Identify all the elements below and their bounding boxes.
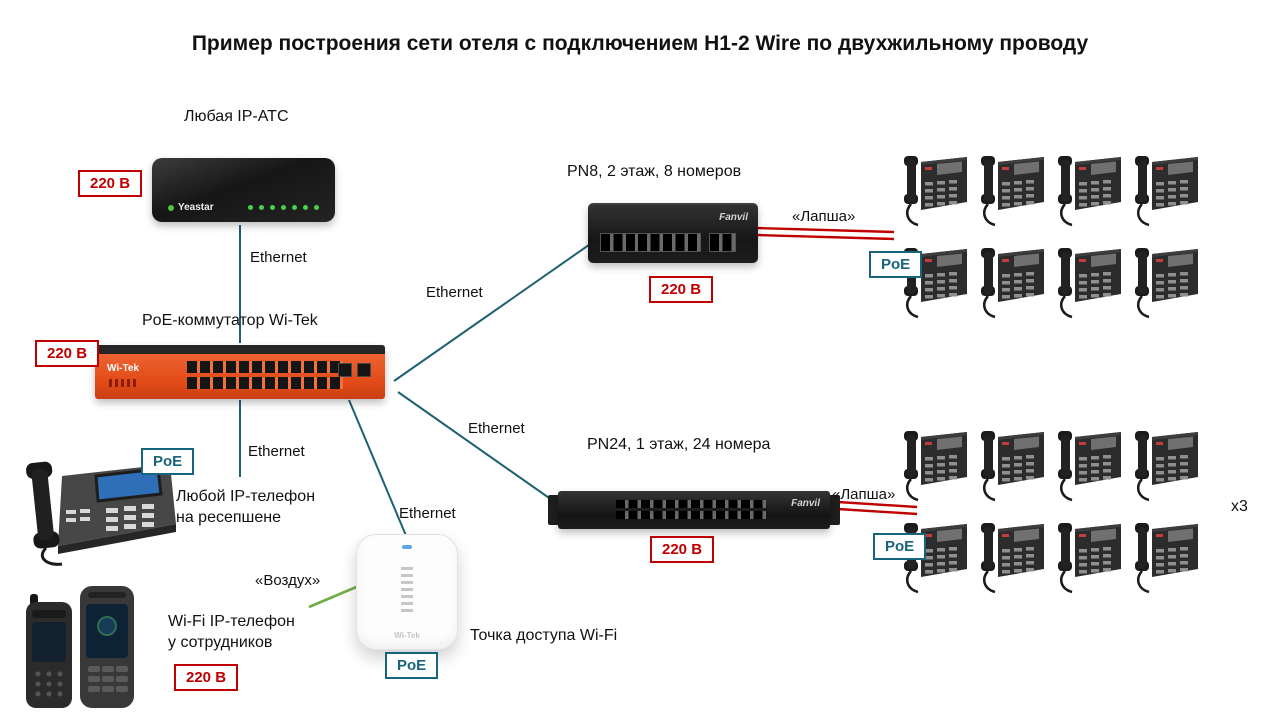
poe-badge-ap: PoE xyxy=(385,652,439,679)
wifi-phone-label: Wi-Fi IP-телефон у сотрудников xyxy=(168,611,295,653)
poe-badge-floor2: PoE xyxy=(869,251,923,278)
pn8-brand: Fanvil xyxy=(719,212,748,223)
rack-ear-left xyxy=(548,495,560,525)
air-label: «Воздух» xyxy=(255,572,321,589)
lapsha-label-floor1: «Лапша» xyxy=(832,486,896,503)
lapsha-label-floor2: «Лапша» xyxy=(792,208,856,225)
wifi-handsets-icon xyxy=(26,586,134,708)
room-phone-icon xyxy=(978,519,1048,599)
brand-dot-icon xyxy=(168,204,174,211)
ethernet-label-pn24: Ethernet xyxy=(468,420,525,437)
pn24-port-block xyxy=(616,500,766,519)
room-phone-icon xyxy=(1132,427,1202,507)
sfp-ports xyxy=(338,363,371,377)
room-phone-icon xyxy=(978,152,1048,232)
poe-badge-floor1: PoE xyxy=(873,533,927,560)
lapsha-lines xyxy=(756,226,918,516)
multiplier-label: x3 xyxy=(1231,498,1248,515)
room-phone-icon xyxy=(1055,152,1125,232)
pn24-body: Fanvil xyxy=(558,491,830,529)
core-switch-brand: Wi-Tek xyxy=(107,363,139,374)
air-line xyxy=(308,583,362,609)
power-badge-switch: 220 В xyxy=(35,340,100,367)
ap-label: Точка доступа Wi-Fi xyxy=(470,627,618,644)
pn24-brand: Fanvil xyxy=(791,498,820,509)
room-phone-icon xyxy=(1055,427,1125,507)
wifi-access-point-device: Wi-Tek xyxy=(356,534,458,650)
reception-phone-label-line2: на ресепшене xyxy=(176,509,282,526)
room-phone-icon xyxy=(901,427,971,507)
poe-badge-reception: PoE xyxy=(141,448,195,475)
pbx-label: Любая IP-АТС xyxy=(184,108,289,125)
ap-vent-slots xyxy=(401,567,413,613)
rack-ear-right xyxy=(828,495,840,525)
power-badge-pbx: 220 В xyxy=(78,170,143,197)
pn24-label: PN24, 1 этаж, 24 номера xyxy=(587,436,771,453)
core-switch-label: PoE-коммутатор Wi-Tek xyxy=(142,312,318,329)
reception-phone-label-line1: Любой IP-телефон xyxy=(176,488,316,505)
ethernet-lines xyxy=(239,225,597,539)
power-badge-pn24: 220 В xyxy=(650,536,715,563)
power-badge-pn8: 220 В xyxy=(649,276,714,303)
wifi-phone-label-line2: у сотрудников xyxy=(168,634,273,651)
ap-led-icon xyxy=(402,545,412,549)
room-phone-icon xyxy=(1055,519,1125,599)
pn8-label: PN8, 2 этаж, 8 номеров xyxy=(567,163,742,180)
room-phone-icon xyxy=(901,152,971,232)
pn24-switch-device: Fanvil xyxy=(548,488,840,532)
switch-indicator-icons xyxy=(109,379,137,387)
reception-phone-label: Любой IP-телефон на ресепшене xyxy=(176,486,315,528)
ip-pbx-device: Yeastar xyxy=(152,158,335,222)
room-phone-icon xyxy=(978,427,1048,507)
room-phone-icon xyxy=(1132,519,1202,599)
room-phone-icon xyxy=(1132,244,1202,324)
room-phone-icon xyxy=(1055,244,1125,324)
room-phone-icon xyxy=(1132,152,1202,232)
switch-top-panel xyxy=(95,345,385,354)
ethernet-label-ap: Ethernet xyxy=(399,505,456,522)
pbx-led-icons xyxy=(248,205,319,210)
ap-brand: Wi-Tek xyxy=(394,631,420,640)
pbx-brand-text: Yeastar xyxy=(178,202,214,213)
pn8-uplink-ports xyxy=(709,233,736,252)
wifi-phone-label-line1: Wi-Fi IP-телефон xyxy=(168,613,295,630)
pbx-brand: Yeastar xyxy=(168,202,214,213)
ethernet-label-pn8: Ethernet xyxy=(426,284,483,301)
switch-port-block xyxy=(187,361,343,389)
diagram-title: Пример построения сети отеля с подключен… xyxy=(191,32,1089,55)
core-switch-device: Wi-Tek xyxy=(95,345,385,399)
ethernet-label-pbx: Ethernet xyxy=(250,249,307,266)
pn8-port-block xyxy=(600,233,701,252)
reception-phone-icon xyxy=(26,461,176,566)
ethernet-label-reception: Ethernet xyxy=(248,443,305,460)
room-phone-icon xyxy=(978,244,1048,324)
pn8-switch-device: Fanvil xyxy=(588,203,758,263)
power-badge-wifi-phone: 220 В xyxy=(174,664,239,691)
